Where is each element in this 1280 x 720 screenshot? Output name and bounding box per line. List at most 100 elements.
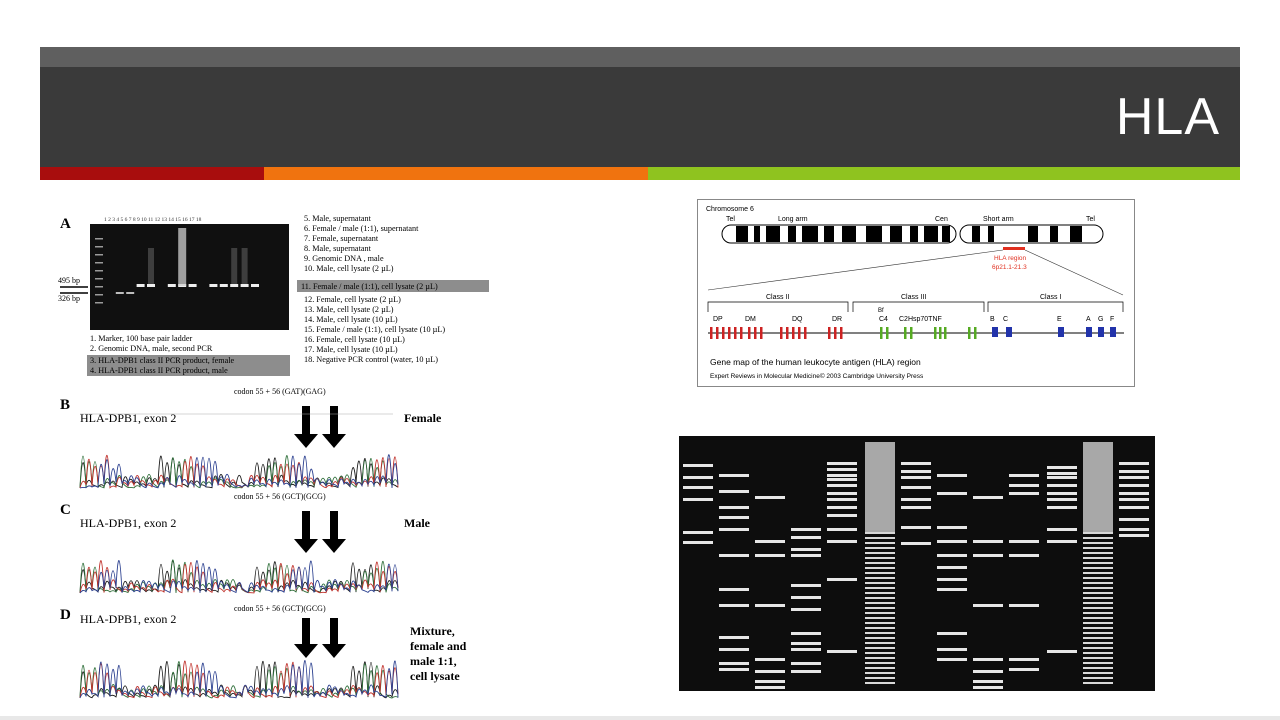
gel-band: [1083, 682, 1113, 684]
class-ii-bracket: [707, 301, 849, 312]
gel-band: [1083, 542, 1113, 544]
gel-band: [95, 270, 103, 272]
gel-band: [1119, 484, 1149, 487]
gel-band: [791, 648, 821, 651]
gel-band: [230, 284, 239, 287]
gel-band: [827, 474, 857, 477]
class-iii-gene: [904, 327, 907, 339]
class-iii-gene: [880, 327, 883, 339]
gel-band: [1047, 492, 1077, 495]
gel-band: [865, 542, 895, 544]
legend-item: 2. Genomic DNA, male, second PCR: [90, 344, 213, 353]
gel-band: [1083, 577, 1113, 579]
gel-band: [95, 238, 103, 240]
panel-c-label: C: [60, 502, 71, 518]
gel-band: [865, 647, 895, 649]
gel-band: [1083, 657, 1113, 659]
gel-band: [1083, 587, 1113, 589]
class-ii-gene: [734, 327, 737, 339]
gel-band: [719, 662, 749, 665]
chromosome-band: [736, 226, 748, 242]
gel-band: [901, 486, 931, 489]
gel-band: [219, 284, 228, 287]
class-ii-gene: [792, 327, 795, 339]
arrow-down-icon: [322, 618, 346, 658]
legend-item: 13. Male, cell lysate (2 µL): [304, 305, 394, 314]
legend-bottom: 1. Marker, 100 base pair ladder 2. Genom…: [90, 334, 235, 375]
chromatogram-panel-c: C HLA-DPB1, exon 2 codon 55 + 56 (GCT)(G…: [60, 492, 431, 594]
gel-band: [95, 246, 103, 248]
gel-band: [1047, 506, 1077, 509]
gel-band: [1083, 637, 1113, 639]
gel-band: [791, 584, 821, 587]
gel-band: [937, 566, 967, 569]
hla-band-label: 6p21.1-21.3: [992, 264, 1027, 271]
arrow-down-icon: [322, 406, 346, 448]
slide-header: HLA: [40, 67, 1240, 167]
gel-band: [791, 554, 821, 557]
gene-label-dm: DM: [745, 316, 756, 323]
chromosome-band: [910, 226, 918, 242]
gel-band: [937, 632, 967, 635]
gel-band: [865, 557, 895, 559]
gel-band: [719, 648, 749, 651]
class-ii-gene: [740, 327, 743, 339]
class-iii-gene: [939, 327, 942, 339]
arrow-down-icon: [294, 618, 318, 658]
gel-band: [1083, 632, 1113, 634]
gel-band: [95, 294, 103, 296]
class-ii-gene: [834, 327, 837, 339]
legend-item: 16. Female, cell lysate (10 µL): [304, 335, 405, 344]
gel-band: [865, 662, 895, 664]
gel-band: [115, 292, 124, 294]
gel-band: [719, 554, 749, 557]
gel-band: [791, 632, 821, 635]
legend-item: 17. Male, cell lysate (10 µL): [304, 345, 398, 354]
gel-band: [1083, 547, 1113, 549]
chromosome-band: [942, 226, 950, 242]
legend-highlight-11: [297, 280, 489, 292]
arrow-down-icon: [322, 511, 346, 553]
gel-band: [901, 470, 931, 473]
legend-item: 7. Female, supernatant: [304, 234, 379, 243]
pcr-sequencing-figure: A 1 2 3 4 5 6 7 8 9 10 11 12 13 14 15 16…: [58, 208, 492, 706]
legend-highlight-3-4: [87, 355, 290, 376]
gel-band: [683, 531, 713, 534]
gel-band: [1009, 658, 1039, 661]
gel-band: [1119, 476, 1149, 479]
gel-band: [827, 478, 857, 481]
gene-label-e: E: [1057, 316, 1062, 323]
gel-band: [1119, 470, 1149, 473]
gel-band: [791, 662, 821, 665]
gel-band: [719, 516, 749, 519]
gel-band: [827, 528, 857, 531]
gel-band: [865, 667, 895, 669]
gel-band: [901, 526, 931, 529]
chromosome-bands: [736, 226, 1082, 242]
gel-band: [1009, 668, 1039, 671]
gene-ticks: [710, 327, 1116, 339]
gel-band: [791, 528, 821, 531]
gel-band: [865, 597, 895, 599]
gel-band: [901, 498, 931, 501]
gel-band: [973, 496, 1003, 499]
long-arm-label: Long arm: [778, 216, 808, 223]
gel-band: [683, 464, 713, 467]
chromosome-band: [1050, 226, 1058, 242]
gel-band: [827, 540, 857, 543]
gel-band: [865, 552, 895, 554]
gel-band: [95, 262, 103, 264]
gene-map-caption: Gene map of the human leukocyte antigen …: [710, 357, 921, 367]
tel-right-label: Tel: [1086, 216, 1095, 223]
gel-band: [865, 632, 895, 634]
gel-band: [95, 302, 103, 304]
chromosome-band: [788, 226, 796, 242]
panel-c-codon: codon 55 + 56 (GCT)(GCG): [234, 492, 326, 501]
gene-label-c2hsp70tnf: C2Hsp70TNF: [899, 316, 942, 323]
gel-band: [719, 528, 749, 531]
panel-d-sample-line: cell lysate: [410, 669, 460, 683]
gel-band: [136, 284, 145, 287]
gel-electrophoresis-image: [679, 436, 1155, 691]
cen-label: Cen: [935, 216, 948, 223]
chromatogram-trace-b: [79, 454, 399, 489]
